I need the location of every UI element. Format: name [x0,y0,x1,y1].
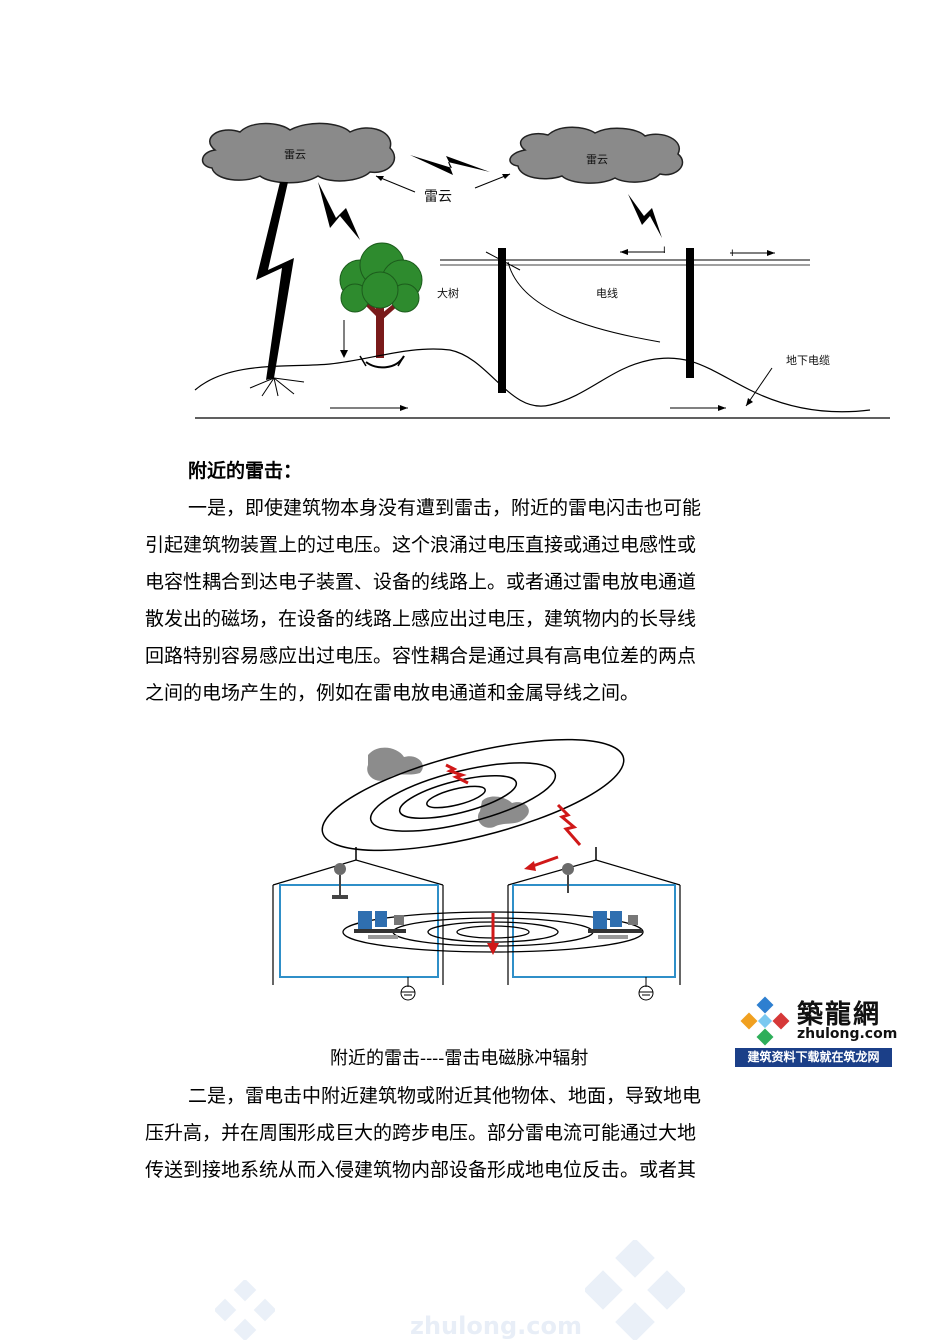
emp-radiation-diagram [272,738,681,1001]
lightning-bolt-ground [256,182,294,380]
ground-symbol-right [638,977,654,1001]
cloud-blob-left [367,747,423,781]
tree-canopy [339,242,423,313]
label-cloud-left: 雷云 [284,148,306,161]
paragraph-1-line: 一是，即使建筑物本身没有遭到雷击，附近的雷电闪击也可能 [188,497,702,519]
lightning-bolt-right [628,194,662,238]
label-wire: 电线 [596,287,618,300]
zhulong-logo-icon [740,996,790,1046]
figure-caption: 附近的雷击----雷击电磁脉冲辐射 [330,1048,589,1069]
utility-pole-left [498,248,506,393]
label-current-right: I [731,249,734,259]
paragraph-1-line: 回路特别容易感应出过电压。容性耦合是通过具有高电位差的两点 [145,645,697,667]
watermark-icon-left [215,1280,275,1340]
label-current-left: I [663,246,666,256]
red-lightning-top [445,763,469,785]
label-cloud-center: 雷云 [424,189,452,205]
label-tree: 大树 [437,287,459,300]
watermark-icon-right [585,1240,685,1340]
logo-chinese-text: 築龍網 [797,1000,882,1030]
lightning-scene-diagram [194,122,890,419]
paragraph-1-line: 散发出的磁场，在设备的线路上感应出过电压，建筑物内的长导线 [145,608,697,630]
ground-terrain [194,348,871,413]
logo-english-text: zhulong.com [797,1026,898,1042]
section-heading: 附近的雷击： [188,460,303,482]
watermark-text: zhulong.com [410,1312,582,1340]
ground-symbol-left [400,977,416,1001]
equipment-left [354,911,406,939]
building-right-inner [512,884,676,978]
label-underground-cable: 地下电缆 [786,354,830,367]
cloud-right-shape [509,126,684,184]
utility-pole-right [686,248,694,378]
building-left-inner [279,884,439,978]
lightning-bolt-tree [318,182,360,240]
lightning-between-clouds [410,155,490,175]
antenna-right [562,863,574,893]
paragraph-1-line: 之间的电场产生的，例如在雷电放电通道和金属导线之间。 [145,682,640,704]
equipment-right [588,911,642,939]
zhulong-logo: 築龍網 zhulong.com 建筑资料下载就在筑龙网 [735,992,897,1067]
paragraph-1-line: 引起建筑物装置上的过电压。这个浪涌过电压直接或通过电感性或 [145,534,697,556]
paragraph-2-line: 传送到接地系统从而入侵建筑物内部设备形成地电位反击。或者其 [145,1159,697,1181]
label-cloud-right: 雷云 [586,153,608,166]
logo-slogan-bar: 建筑资料下载就在筑龙网 [735,1048,892,1067]
paragraph-2-line: 二是，雷电击中附近建筑物或附近其他物体、地面，导致地电 [188,1085,702,1107]
antenna-left [332,863,348,899]
sky-field-rings [321,738,625,852]
paragraph-2-line: 压升高，并在周围形成巨大的跨步电压。部分雷电流可能通过大地 [145,1122,697,1144]
cloud-left-shape [201,122,396,184]
red-lightning-right [556,803,582,846]
paragraph-1-line: 电容性耦合到达电子装置、设备的线路上。或者通过雷电放电通道 [145,571,697,593]
